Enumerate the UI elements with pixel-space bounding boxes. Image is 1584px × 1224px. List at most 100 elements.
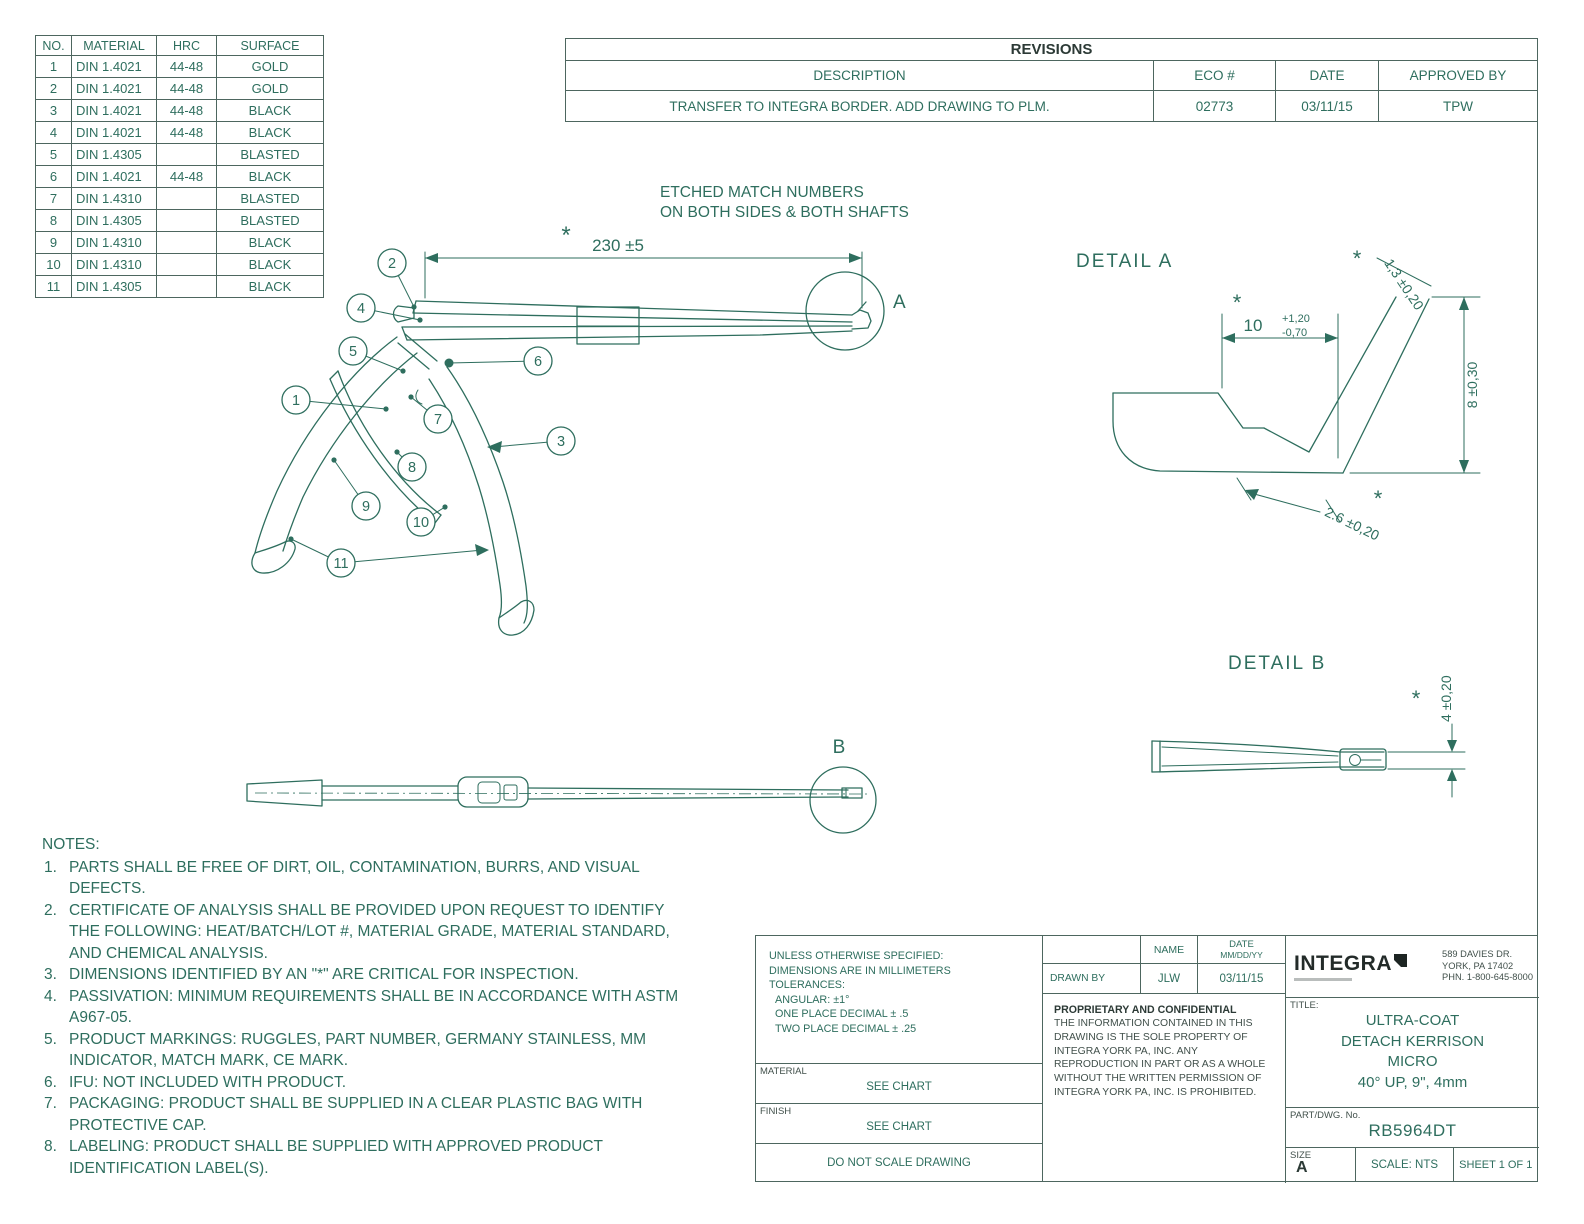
mat-cell: DIN 1.4310 bbox=[72, 254, 157, 276]
dim-overall-230: 230 ±5 * bbox=[424, 222, 863, 309]
critical-marker-detail-a-foot: * bbox=[1374, 486, 1383, 511]
revisions-header-description: DESCRIPTION bbox=[566, 61, 1154, 91]
material-label: MATERIAL bbox=[760, 1066, 807, 1077]
detail-a-dim-width: 10 bbox=[1244, 316, 1263, 335]
detail-b-title: DETAIL B bbox=[1228, 653, 1326, 674]
etched-note: ETCHED MATCH NUMBERS ON BOTH SIDES & BOT… bbox=[660, 184, 909, 221]
integra-flag-icon bbox=[1394, 954, 1407, 967]
critical-marker-detail-b: * bbox=[1412, 686, 1421, 711]
mat-cell bbox=[157, 188, 217, 210]
note-item: 6. IFU: NOT INCLUDED WITH PRODUCT. bbox=[42, 1072, 690, 1094]
callout-4-label: 4 bbox=[357, 301, 365, 317]
callout-11: 11 bbox=[288, 536, 489, 578]
address-line: PHN. 1-800-645-8000 bbox=[1442, 972, 1533, 983]
mat-cell bbox=[157, 254, 217, 276]
note-text: PARTS SHALL BE FREE OF DIRT, OIL, CONTAM… bbox=[69, 858, 640, 898]
sheet-right-border bbox=[1536, 120, 1538, 936]
mat-cell: BLASTED bbox=[217, 144, 324, 166]
callout-10: 10 bbox=[406, 504, 448, 537]
note-item: 8. LABELING: PRODUCT SHALL BE SUPPLIED W… bbox=[42, 1136, 690, 1179]
note-item: 2. CERTIFICATE OF ANALYSIS SHALL BE PROV… bbox=[42, 900, 690, 965]
material-table: NO. MATERIAL HRC SURFACE 1 DIN 1.4021 44… bbox=[35, 35, 324, 298]
revision-row-approved: TPW bbox=[1443, 98, 1473, 114]
address-line: 589 DAVIES DR. bbox=[1442, 948, 1513, 959]
detail-b-dim-height: 4 ±0,20 bbox=[1438, 675, 1454, 722]
note-number: 5. bbox=[44, 1030, 57, 1048]
etched-note-line1: ETCHED MATCH NUMBERS bbox=[660, 184, 864, 201]
mat-cell bbox=[157, 232, 217, 254]
mat-cell: 44-48 bbox=[157, 100, 217, 122]
mat-cell: 7 bbox=[36, 188, 72, 210]
part-number-cell: PART/DWG. No. RB5964DT bbox=[1286, 1108, 1539, 1148]
material-header-no: NO. bbox=[36, 36, 72, 56]
instrument-bottom-view bbox=[246, 776, 869, 808]
callout-5-label: 5 bbox=[349, 344, 357, 360]
note-item: 7. PACKAGING: PRODUCT SHALL BE SUPPLIED … bbox=[42, 1093, 690, 1136]
mat-cell: 11 bbox=[36, 276, 72, 298]
note-number: 3. bbox=[44, 966, 57, 983]
dim-overall-label: 230 ±5 bbox=[592, 236, 644, 255]
mat-cell: DIN 1.4021 bbox=[72, 100, 157, 122]
title-line: DETACH KERRISON bbox=[1340, 1032, 1485, 1050]
drawn-by-name: JLW bbox=[1141, 964, 1198, 993]
note-number: 4. bbox=[44, 987, 57, 1005]
revisions-title: REVISIONS bbox=[566, 39, 1537, 61]
mat-cell: DIN 1.4021 bbox=[72, 78, 157, 100]
proprietary-block: PROPRIETARY AND CONFIDENTIAL THE INFORMA… bbox=[1043, 994, 1286, 1183]
mat-cell bbox=[157, 276, 217, 298]
note-number: 8. bbox=[44, 1138, 57, 1155]
mat-cell: 6 bbox=[36, 166, 72, 188]
mat-cell: DIN 1.4305 bbox=[72, 144, 157, 166]
note-number: 1. bbox=[44, 858, 57, 876]
callout-9-label: 9 bbox=[362, 499, 370, 515]
note-text: CERTIFICATE OF ANALYSIS SHALL BE PROVIDE… bbox=[69, 901, 670, 962]
view-a-label: A bbox=[893, 292, 906, 313]
mat-cell bbox=[157, 210, 217, 232]
mat-cell: 4 bbox=[36, 122, 72, 144]
callout-6-label: 6 bbox=[534, 354, 542, 370]
size-label: SIZE bbox=[1290, 1150, 1312, 1161]
note-number: 6. bbox=[44, 1073, 57, 1091]
notes-title: NOTES: bbox=[42, 836, 100, 853]
company-header: INTEGRA 589 DAVIES DR. YORK, PA 17402 PH… bbox=[1286, 936, 1539, 998]
detail-a-dim-tip: 1,3 ±0,20 bbox=[1381, 256, 1427, 313]
name-header: NAME bbox=[1141, 936, 1198, 963]
callout-1: 1 bbox=[281, 385, 389, 415]
mat-cell: DIN 1.4310 bbox=[72, 232, 157, 254]
date-header: DATE MM/DD/YY bbox=[1198, 936, 1285, 963]
mat-cell: 10 bbox=[36, 254, 72, 276]
tolerance-line: ANGULAR: ±1° bbox=[775, 993, 850, 1006]
revision-row-description: TRANSFER TO INTEGRA BORDER. ADD DRAWING … bbox=[566, 91, 1154, 121]
integra-wordmark: INTEGRA bbox=[1294, 952, 1392, 975]
empty-cell bbox=[1043, 936, 1141, 963]
size-value: A bbox=[1296, 1158, 1308, 1176]
address-line: YORK, PA 17402 bbox=[1442, 960, 1514, 971]
callout-6: 6 bbox=[448, 346, 553, 376]
detail-a-dim-width-plus: +1,20 bbox=[1282, 313, 1310, 325]
critical-marker-overall: * bbox=[561, 222, 570, 249]
detail-b-view: DETAIL B 4 ±0,20 * bbox=[1151, 653, 1466, 798]
mat-cell: DIN 1.4305 bbox=[72, 210, 157, 232]
tolerance-line: TOLERANCES: bbox=[769, 979, 845, 992]
sheet-cell: SHEET 1 OF 1 bbox=[1459, 1158, 1533, 1171]
etched-note-line2: ON BOTH SIDES & BOTH SHAFTS bbox=[660, 204, 909, 221]
drawn-by-label: DRAWN BY bbox=[1043, 964, 1141, 993]
proprietary-title: PROPRIETARY AND CONFIDENTIAL bbox=[1054, 1004, 1237, 1016]
part-number-label: PART/DWG. No. bbox=[1290, 1110, 1361, 1121]
name-date-header-row: NAME DATE MM/DD/YY bbox=[1043, 936, 1286, 964]
callout-1-label: 1 bbox=[292, 393, 300, 409]
revision-row-eco: 02773 bbox=[1154, 91, 1276, 121]
callout-2-label: 2 bbox=[388, 256, 396, 272]
detail-b-reference: B bbox=[809, 737, 877, 834]
mat-cell: 44-48 bbox=[157, 56, 217, 78]
tolerance-line: UNLESS OTHERWISE SPECIFIED: bbox=[769, 950, 944, 962]
revisions-header-date: DATE bbox=[1276, 61, 1379, 91]
tolerance-line: DIMENSIONS ARE IN MILLIMETERS bbox=[769, 964, 951, 977]
do-not-scale-cell: DO NOT SCALE DRAWING bbox=[756, 1144, 1043, 1182]
note-item: 5. PRODUCT MARKINGS: RUGGLES, PART NUMBE… bbox=[42, 1029, 690, 1072]
mat-cell: 44-48 bbox=[157, 122, 217, 144]
detail-a-dim-width-minus: -0,70 bbox=[1282, 327, 1307, 339]
mat-cell: GOLD bbox=[217, 56, 324, 78]
mat-cell: BLACK bbox=[217, 276, 324, 298]
proprietary-text: THE INFORMATION CONTAINED IN THIS DRAWIN… bbox=[1054, 1018, 1266, 1098]
